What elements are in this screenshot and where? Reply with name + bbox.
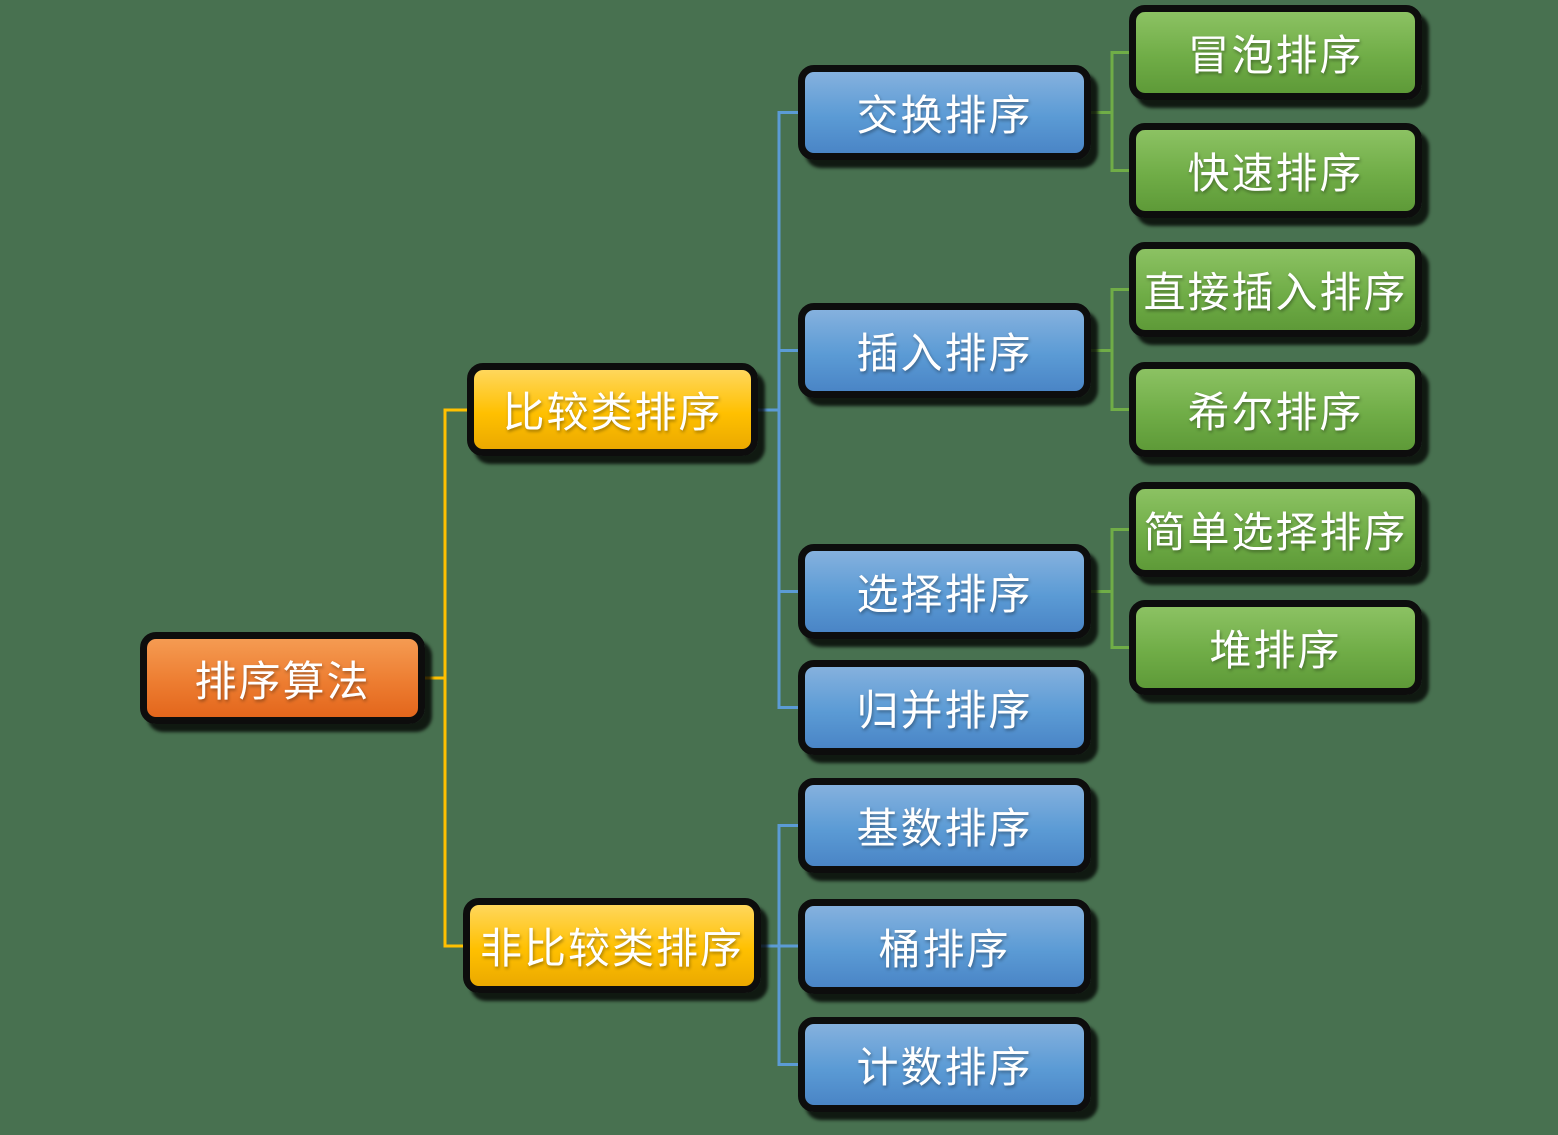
node-shell-sort: 希尔排序 <box>1129 362 1422 457</box>
node-heap-sort: 堆排序 <box>1129 600 1422 695</box>
node-label: 计数排序 <box>856 1044 1033 1091</box>
node-exchange-sort: 交换排序 <box>798 65 1091 160</box>
node-label: 插入排序 <box>856 330 1033 377</box>
node-label: 快速排序 <box>1187 150 1364 197</box>
node-simple-selection-sort: 简单选择排序 <box>1129 482 1422 577</box>
node-label: 简单选择排序 <box>1143 509 1408 556</box>
connector-leaf-branches <box>1091 51 1129 649</box>
node-label: 冒泡排序 <box>1187 32 1364 79</box>
node-label: 选择排序 <box>856 571 1033 618</box>
node-label: 排序算法 <box>194 657 371 705</box>
connector-noncomparison-branches <box>761 824 798 1066</box>
node-label: 桶排序 <box>878 926 1011 973</box>
node-label: 交换排序 <box>856 92 1033 139</box>
node-quick-sort: 快速排序 <box>1129 123 1422 218</box>
node-bucket-sort: 桶排序 <box>798 899 1091 994</box>
node-label: 直接插入排序 <box>1143 269 1408 316</box>
node-sorting-algorithms: 排序算法 <box>140 632 425 724</box>
node-label: 比较类排序 <box>502 389 723 436</box>
node-label: 非比较类排序 <box>479 925 744 972</box>
node-comparison-sort: 比较类排序 <box>467 363 758 456</box>
node-label: 归并排序 <box>856 687 1033 734</box>
node-selection-sort: 选择排序 <box>798 544 1091 639</box>
node-label: 堆排序 <box>1209 627 1342 674</box>
node-insertion-sort: 插入排序 <box>798 303 1091 398</box>
node-direct-insertion-sort: 直接插入排序 <box>1129 242 1422 337</box>
connector-root-branches <box>425 408 467 948</box>
node-bubble-sort: 冒泡排序 <box>1129 5 1422 100</box>
node-counting-sort: 计数排序 <box>798 1017 1091 1112</box>
node-noncomparison-sort: 非比较类排序 <box>463 898 761 993</box>
connector-comparison-branches <box>758 111 798 709</box>
node-merge-sort: 归并排序 <box>798 660 1091 755</box>
node-label: 希尔排序 <box>1187 389 1364 436</box>
node-label: 基数排序 <box>856 805 1033 852</box>
node-radix-sort: 基数排序 <box>798 778 1091 873</box>
